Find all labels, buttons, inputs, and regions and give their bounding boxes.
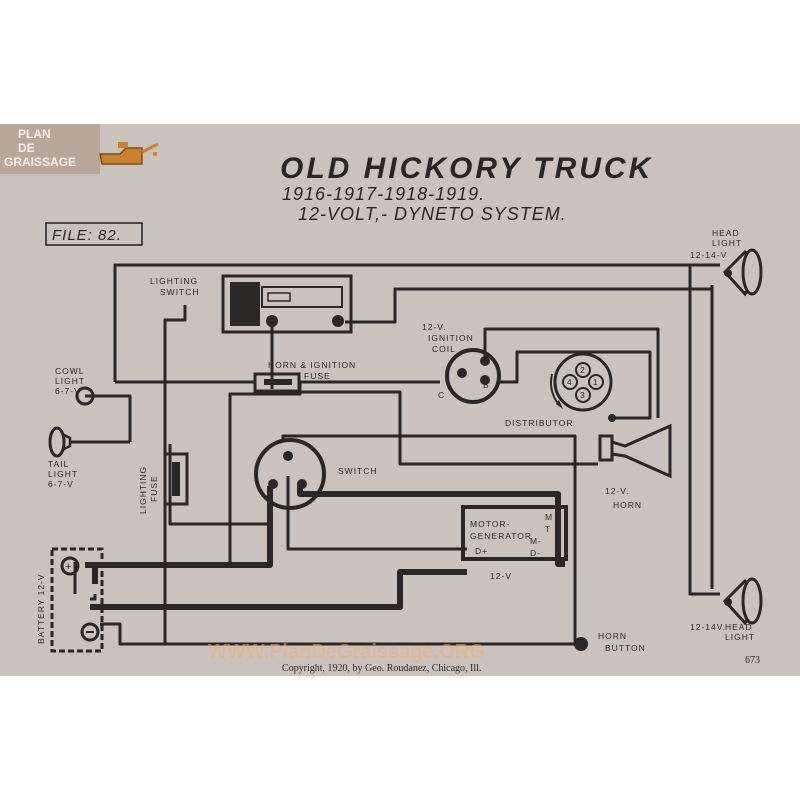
oil-can-icon (99, 142, 159, 165)
lighting-switch-label-1: LIGHTING (150, 276, 198, 286)
motor-generator: MOTOR- GENERATOR M T M- D- D+ 12-V (461, 505, 568, 581)
dist-3: 3 (580, 390, 586, 400)
head-light-top-label-3: 12-14-V (690, 250, 727, 260)
head-light-bottom-label-1: 12-14V. (690, 622, 726, 632)
tail-label-1: TAIL (48, 459, 69, 469)
distributor-label: DISTRIBUTOR (505, 418, 573, 428)
horn-label-2: HORN (613, 500, 642, 510)
horn-label-1: 12-V. (605, 486, 630, 496)
lighting-fuse: LIGHTING FUSE (138, 452, 189, 514)
lighting-fuse-label-1: LIGHTING (138, 466, 148, 514)
switch-label: SWITCH (338, 466, 378, 476)
head-light-bottom: 12-14V. HEAD LIGHT (690, 577, 763, 642)
cowl-light: COWL LIGHT 6-7-V (55, 366, 95, 406)
file-box (45, 222, 143, 246)
battery-label: BATTERY 12-V (36, 573, 46, 644)
cowl-label-2: LIGHT (55, 376, 85, 386)
tail-light: TAIL LIGHT 6-7-V (48, 426, 78, 489)
mg-m2: M- (530, 536, 542, 546)
cowl-label-3: 6-7-V (55, 386, 81, 396)
horn-button-label-1: HORN (598, 631, 627, 641)
svg-text:+: + (65, 561, 72, 573)
coil-c-label: C (438, 390, 445, 400)
horn: 12-V. HORN (598, 423, 672, 510)
mg-label-2: GENERATOR (470, 531, 532, 541)
mg-d: D- (530, 548, 541, 558)
mg-label-3: 12-V (490, 571, 512, 581)
horn-button-label-2: BUTTON (605, 643, 646, 653)
head-light-top-label-1: HEAD (712, 228, 740, 238)
coil-label-1: 12-V. (422, 322, 447, 332)
head-light-bottom-label-3: LIGHT (725, 632, 755, 642)
dist-4: 4 (567, 377, 573, 387)
diagram-title: OLD HICKORY TRUCK (280, 152, 653, 185)
head-light-top: HEAD LIGHT 12-14-V (690, 228, 763, 297)
battery: + BATTERY 12-V (36, 547, 104, 653)
lighting-switch-label-2: SWITCH (160, 287, 200, 297)
file-number: FILE: 82. (52, 227, 122, 244)
copyright: Copyright, 1920, by Geo. Roudanez, Chica… (282, 663, 481, 674)
logo-line-3: GRAISSAGE (4, 155, 76, 169)
heavy-cables (85, 486, 565, 610)
mg-t: T (545, 524, 551, 534)
coil-label-2: IGNITION (428, 333, 474, 343)
dist-1: 1 (593, 377, 599, 387)
watermark: WWW.PlanDeGraissage.ORG (208, 641, 485, 663)
page-number: 673 (745, 655, 760, 666)
fuse-label-1: HORN & IGNITION (268, 360, 356, 370)
horn-ignition-fuse: HORN & IGNITION FUSE (253, 360, 356, 393)
head-light-bottom-label-2: HEAD (725, 622, 753, 632)
mg-m1: M (545, 512, 553, 522)
logo-line-1: PLAN (18, 127, 51, 141)
logo-line-2: DE (18, 141, 35, 155)
mg-dplus: D+ (475, 546, 488, 556)
fuse-label-2: FUSE (304, 371, 331, 381)
lighting-fuse-label-2: FUSE (149, 475, 159, 502)
diagram-years: 1916-1917-1918-1919. (282, 184, 485, 204)
coil-b-label: B (483, 380, 490, 390)
coil-label-3: COIL (432, 344, 456, 354)
diagram-system: 12-VOLT,- DYNETO SYSTEM. (298, 204, 567, 224)
mg-label-1: MOTOR- (470, 519, 510, 529)
distributor: 2 4 1 3 DISTRIBUTOR (505, 352, 616, 428)
main-switch: SWITCH (254, 438, 378, 510)
ignition-coil: 12-V. IGNITION COIL C B (422, 322, 501, 404)
cowl-label-1: COWL (55, 366, 85, 376)
dist-2: 2 (580, 365, 586, 375)
wiring-diagram: OLD HICKORY TRUCK 1916-1917-1918-1919. 1… (36, 152, 763, 674)
horn-button: HORN BUTTON (574, 631, 646, 653)
head-light-top-label-2: LIGHT (712, 238, 742, 248)
plan-de-graissage-logo: PLAN DE GRAISSAGE (0, 124, 159, 174)
tail-label-3: 6-7-V (48, 479, 74, 489)
tail-label-2: LIGHT (48, 469, 78, 479)
lighting-switch: LIGHTING SWITCH (150, 274, 353, 334)
